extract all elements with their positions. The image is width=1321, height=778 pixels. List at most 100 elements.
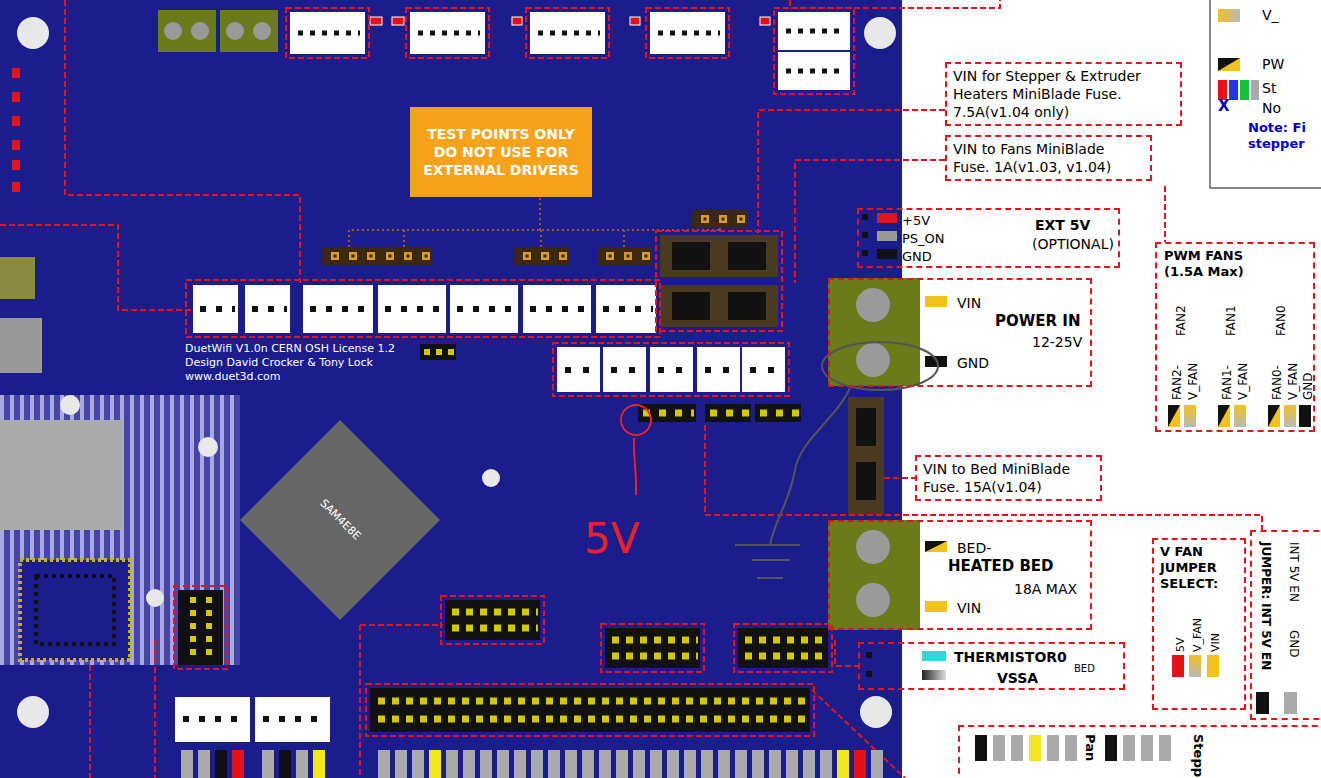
pin-swatch <box>616 750 628 778</box>
node-text: FAN1- <box>1220 365 1235 400</box>
pin-swatch <box>279 750 291 778</box>
pin-swatch <box>718 750 730 778</box>
board-graphic <box>1141 735 1153 761</box>
board-graphic <box>406 8 489 58</box>
board-graphic <box>597 247 652 265</box>
pin-swatch <box>820 750 832 778</box>
board-graphic <box>611 367 643 373</box>
board-graphic <box>862 214 868 220</box>
node-text: JUMPER: INT 5V EN <box>1258 542 1273 670</box>
board-pin-swatches <box>181 750 883 778</box>
board-graphic <box>1123 735 1135 761</box>
board-graphic <box>1284 405 1296 427</box>
pin-swatches <box>862 213 1311 761</box>
pin-swatch <box>582 750 594 778</box>
board-graphic <box>828 520 920 630</box>
fan-connectors <box>557 347 785 392</box>
board-graphic <box>697 347 740 392</box>
board-graphic <box>856 343 890 377</box>
node-text: Design David Crocker & Tony Lock <box>185 356 373 370</box>
board-graphic <box>193 285 238 333</box>
board-graphic <box>452 609 538 616</box>
board-graphic <box>389 255 432 258</box>
board-graphic <box>975 735 987 761</box>
board-graphic <box>12 160 20 170</box>
node-text: PS_ON <box>902 231 945 247</box>
connector-callout: +5VEXT 5VPS_ON(OPTIONAL)GND <box>857 208 1120 268</box>
board-graphic <box>12 68 20 78</box>
board-graphic <box>1172 655 1184 677</box>
board-graphic <box>1159 735 1171 761</box>
board-graphic <box>692 210 747 228</box>
board-graphic <box>1284 692 1297 714</box>
board-graphic <box>1218 405 1230 427</box>
board-graphic <box>303 285 373 333</box>
node-text: VIN <box>957 599 981 617</box>
pin-swatch <box>463 750 475 778</box>
power-callout: VINPOWER IN12-25VGND <box>828 278 1092 387</box>
pin-swatch <box>215 750 227 778</box>
board-graphic <box>310 306 370 312</box>
board-graphic <box>606 252 651 260</box>
board-graphic <box>745 653 826 660</box>
pin-swatch <box>412 750 424 778</box>
ground-symbol <box>735 545 800 578</box>
pin-swatch <box>198 750 210 778</box>
board-graphic <box>174 586 227 669</box>
board-graphic <box>745 637 826 644</box>
node-text: V_FAN <box>1286 363 1301 400</box>
hand-loop <box>822 342 938 390</box>
mounting-hole <box>860 696 892 728</box>
board-graphic <box>512 17 522 25</box>
pinout-callout: PanStepp <box>958 725 1321 778</box>
board-graphic <box>183 716 246 722</box>
board-graphic <box>553 343 789 396</box>
node-text: FAN0 <box>1274 305 1289 336</box>
board-graphic <box>226 22 244 40</box>
node-text: DuetWifi V1.0n CERN OSH License 1.2 <box>185 342 395 356</box>
board-graphic <box>245 285 290 333</box>
mounting-hole <box>17 696 49 728</box>
chip-body <box>240 420 440 620</box>
board-graphic <box>410 12 485 54</box>
board-graphic <box>12 182 20 192</box>
node-text: GND <box>1286 630 1301 658</box>
pin-swatch <box>313 750 325 778</box>
node-text: GND <box>957 354 989 372</box>
board-graphic <box>1268 405 1280 427</box>
board-graphic <box>925 601 947 612</box>
board-graphic <box>191 22 209 40</box>
pin-swatch <box>650 750 662 778</box>
board-graphic <box>253 22 271 40</box>
board-graphic <box>742 347 785 392</box>
board-graphic <box>370 688 810 732</box>
board-graphic <box>164 22 182 40</box>
board-graphic <box>565 367 597 373</box>
jumper-callout: JUMPER: INT 5V ENINT 5V ENGND <box>1250 530 1321 720</box>
pin-header <box>20 560 828 732</box>
board-graphic <box>760 17 770 25</box>
mounting-hole <box>60 395 80 415</box>
board-graphic <box>656 231 782 331</box>
connector-row <box>193 285 656 333</box>
board-graphic <box>828 278 920 386</box>
board-graphic <box>609 255 652 258</box>
board-graphic <box>738 628 828 668</box>
pin-swatch <box>378 750 390 778</box>
node-text: VSSA <box>997 669 1038 687</box>
terminal-block <box>158 10 216 52</box>
node-text: FAN0- <box>1270 365 1285 400</box>
pin-swatch <box>446 750 458 778</box>
node-text: FAN2 <box>1174 305 1189 336</box>
board-graphic <box>441 596 544 644</box>
node-text: Pan <box>1082 734 1098 761</box>
board-graphic <box>710 410 749 417</box>
board-graphic <box>178 590 223 665</box>
legend-swatch <box>1218 58 1240 71</box>
node-text: +5V <box>902 213 930 229</box>
board-graphic <box>672 292 710 320</box>
node-text: VIN to Fans MiniBlade Fuse. 1A(v1.03, v1… <box>953 140 1144 176</box>
board-graphic <box>378 698 808 705</box>
